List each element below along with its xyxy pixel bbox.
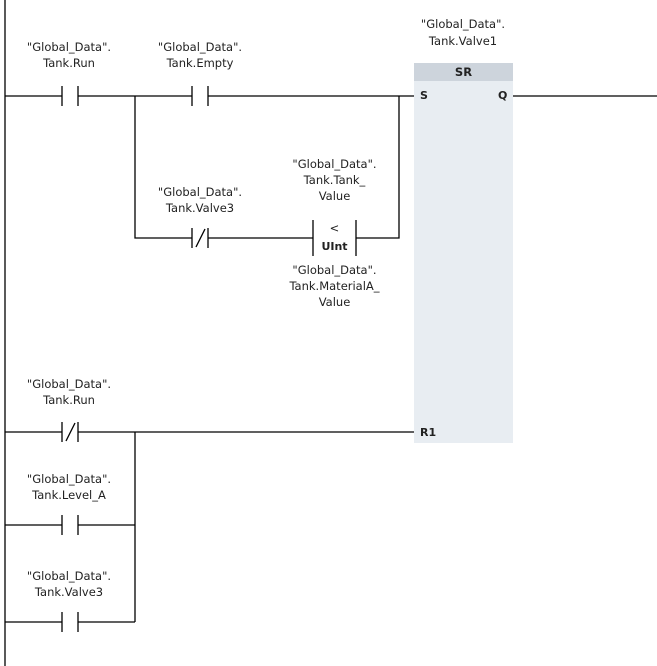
contact-label-line1: "Global_Data". xyxy=(27,377,111,391)
sr-tag-line2: Tank.Valve1 xyxy=(428,34,497,48)
contact-label-line1: "Global_Data". xyxy=(27,569,111,583)
sr-block-body xyxy=(414,63,513,443)
compare-in1-line1: "Global_Data". xyxy=(292,157,376,171)
sr-pin-r1: R1 xyxy=(420,426,436,439)
contact-tank-level-a[interactable] xyxy=(61,515,79,535)
compare-in2-line1: "Global_Data". xyxy=(292,263,376,277)
contact-label-line2: Tank.Empty xyxy=(166,56,234,70)
sr-pin-s: S xyxy=(420,89,428,102)
sr-pin-q: Q xyxy=(498,89,507,102)
contact-tank-run[interactable] xyxy=(61,86,79,106)
contact-label-line1: "Global_Data". xyxy=(27,472,111,486)
contact-label-line2: Tank.Valve3 xyxy=(34,585,103,599)
contact-label-line1: "Global_Data". xyxy=(158,40,242,54)
compare-in2-line3: Value xyxy=(319,295,351,309)
branch-wire xyxy=(134,96,192,239)
sr-block[interactable]: SR S Q R1 xyxy=(414,63,513,443)
contact-label-line2: Tank.Level_A xyxy=(31,488,106,502)
contact-label-line2: Tank.Run xyxy=(42,393,95,407)
compare-in1-line2: Tank.Tank_ xyxy=(303,173,366,187)
contact-label-line2: Tank.Run xyxy=(42,56,95,70)
sr-block-header xyxy=(414,63,513,81)
contact-label-line2: Tank.Valve3 xyxy=(165,201,234,215)
branch-wire xyxy=(356,96,400,239)
compare-in1-line3: Value xyxy=(319,189,351,203)
sr-block-title: SR xyxy=(455,65,472,79)
compare-type: UInt xyxy=(321,240,347,253)
compare-less-than[interactable]: < UInt xyxy=(312,220,357,256)
sr-tag-line1: "Global_Data". xyxy=(421,17,505,31)
contact-tank-empty[interactable] xyxy=(191,86,209,106)
contact-label-line1: "Global_Data". xyxy=(158,185,242,199)
compare-in2-line2: Tank.MaterialA_ xyxy=(288,279,379,293)
contact-tank-valve3-nc[interactable] xyxy=(191,228,209,248)
contact-label-line1: "Global_Data". xyxy=(27,40,111,54)
contact-tank-valve3-no[interactable] xyxy=(61,612,79,632)
compare-operator: < xyxy=(330,221,340,235)
contact-tank-run-nc[interactable] xyxy=(61,422,79,442)
